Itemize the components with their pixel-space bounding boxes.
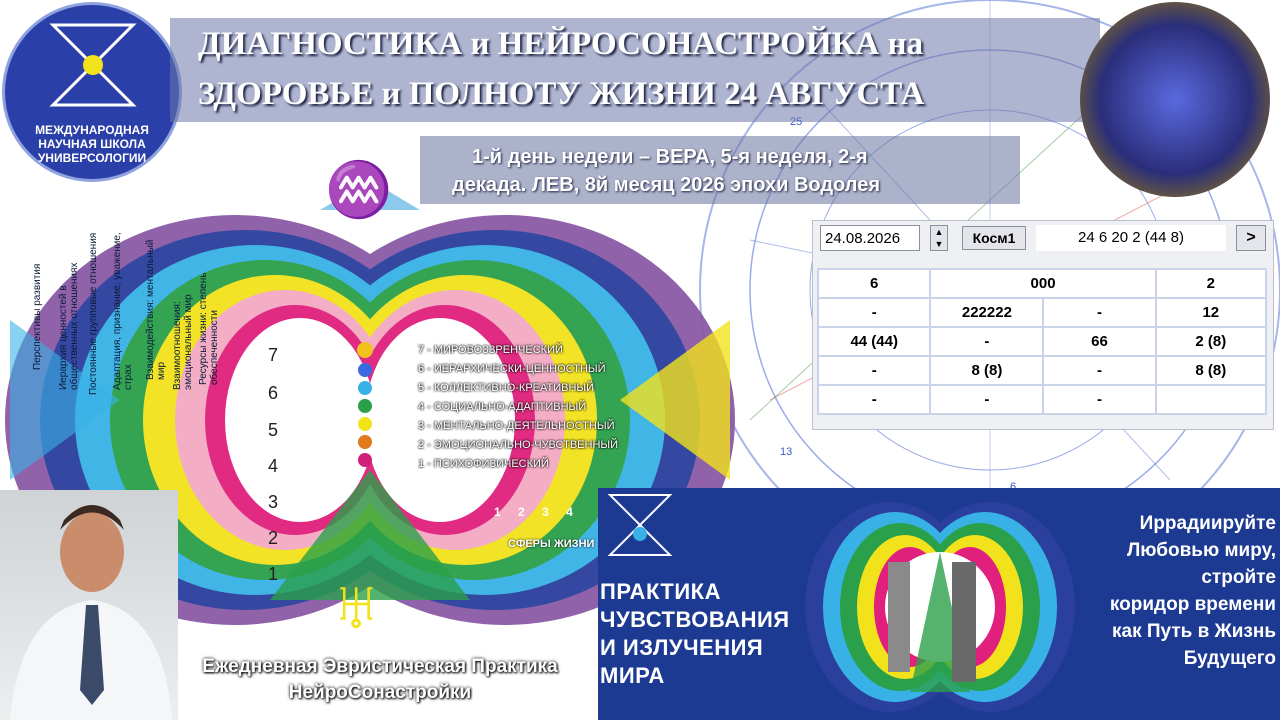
level-label: 5 - КОЛЛЕКТИВНО-КРЕАТИВНЫЙ — [418, 382, 595, 394]
table-row: - 222222 - 12 — [816, 297, 1268, 328]
level-label: 7 - МИРОВОЗЗРЕНЧЕСКИЙ — [418, 344, 563, 356]
practice-line: ЧУВСТВОВАНИЯ — [600, 607, 790, 632]
table-cell: - — [1042, 297, 1157, 328]
level-number: 1 — [268, 564, 279, 584]
table-cell: 66 — [1042, 326, 1157, 357]
next-button[interactable]: > — [1236, 225, 1266, 251]
sphere-number: 4 — [566, 505, 573, 519]
level-number: 5 — [268, 420, 279, 440]
irradiate-line: Любовью миру, — [1126, 540, 1276, 561]
table-cell: 000 — [929, 268, 1157, 299]
level-number: 6 — [268, 383, 279, 403]
sphere-number: 3 — [542, 505, 549, 519]
practice-line: ПРАКТИКА — [600, 579, 721, 604]
subtitle-line2: декада. ЛЕВ, 8й месяц 2026 эпохи Водолея — [452, 174, 880, 196]
table-cell: 6 — [816, 268, 932, 299]
table-cell: 44 (44) — [816, 326, 932, 357]
level-label: 2 - ЭМОЦИОНАЛЬНО-ЧУВСТВЕННЫЙ — [418, 439, 619, 451]
table-row: - - - — [816, 384, 1268, 415]
level-label: 1 - ПСИХОФИЗИЧЕСКИЙ — [418, 458, 549, 470]
level-label: 3 - МЕНТАЛЬНО-ДЕЯТЕЛЬНОСТНЫЙ — [418, 420, 615, 432]
level-label: 4 - СОЦИАЛЬНО-АДАПТИВНЫЙ — [418, 401, 587, 413]
subtitle-banner — [420, 136, 1020, 204]
table-cell: - — [816, 355, 932, 386]
presenter-photo — [0, 490, 178, 720]
result-table: 6 000 2 - 222222 - 12 44 (44) - 66 2 (8)… — [816, 268, 1268, 415]
subtitle-line1: 1-й день недели – ВЕРА, 5-я неделя, 2-я — [472, 146, 868, 168]
practice-title: ПРАКТИКА ЧУВСТВОВАНИЯ И ИЗЛУЧЕНИЯ МИРА — [600, 578, 790, 690]
school-logo: МЕЖДУНАРОДНАЯ НАУЧНАЯ ШКОЛА УНИВЕРСОЛОГИ… — [2, 2, 182, 182]
page-title-line2: ЗДОРОВЬЕ и ПОЛНОТУ ЖИЗНИ 24 АВГУСТА — [198, 76, 925, 112]
irradiate-line: стройте — [1201, 567, 1276, 588]
level-number: 4 — [268, 456, 279, 476]
sphere-label: Взаимоотношения: эмоциональный мир — [172, 294, 194, 390]
irradiate-line: Будущего — [1183, 648, 1276, 669]
page-title-line1: ДИАГНОСТИКА и НЕЙРОСОНАСТРОЙКА на — [198, 26, 924, 62]
table-cell: 8 (8) — [1154, 355, 1268, 386]
sphere-label: Иерархия ценностей в общественных отноше… — [58, 262, 80, 390]
practice-line: МИРА — [600, 663, 665, 688]
aquarius-icon: ♒ — [325, 160, 393, 220]
table-cell: 2 (8) — [1154, 326, 1268, 357]
cosmic-medallion — [1080, 2, 1270, 197]
level-number: 3 — [268, 492, 279, 512]
level-number: 2 — [268, 528, 279, 548]
school-name-line: МЕЖДУНАРОДНАЯ — [35, 123, 149, 137]
irradiate-line: как Путь в Жизнь — [1112, 621, 1276, 642]
person-silhouette-icon — [10, 505, 172, 720]
table-cell — [1154, 384, 1268, 415]
table-row: - 8 (8) - 8 (8) — [816, 355, 1268, 386]
result-display: 24 6 20 2 (44 8) — [1036, 225, 1226, 251]
level-number: 7 — [268, 345, 279, 365]
sphere-label: Взаимодействия: ментальный мир — [145, 239, 167, 380]
footer-line1: Ежедневная Эвристическая Практика — [202, 656, 558, 677]
irradiate-text: Иррадиируйте Любовью миру, стройте корид… — [1066, 510, 1276, 672]
footer-line2: НейроСонастройки — [288, 682, 472, 703]
sphere-number: 2 — [518, 505, 525, 519]
table-cell: 12 — [1154, 297, 1268, 328]
spin-down-icon[interactable]: ▼ — [934, 239, 944, 249]
table-cell: - — [929, 326, 1045, 357]
title-banner — [170, 18, 1100, 122]
date-input[interactable]: 24.08.2026 — [820, 225, 920, 251]
sphere-label: Адаптация, признание, уважение, страх — [112, 232, 134, 390]
date-spinner[interactable]: ▲ ▼ — [930, 225, 948, 251]
practice-line: И ИЗЛУЧЕНИЯ — [600, 635, 764, 660]
table-cell: 222222 — [929, 297, 1045, 328]
torus-couple-image — [805, 502, 1075, 712]
table-cell: - — [816, 297, 932, 328]
table-cell: - — [929, 384, 1045, 415]
sphere-number: 1 — [494, 505, 501, 519]
uranus-icon: ♅ — [330, 566, 383, 644]
table-row: 44 (44) - 66 2 (8) — [816, 326, 1268, 357]
spheres-caption: СФЕРЫ ЖИЗНИ — [508, 538, 595, 550]
kosm-button[interactable]: Косм1 — [962, 226, 1026, 250]
practice-logo-icon — [607, 494, 673, 556]
table-cell: 8 (8) — [929, 355, 1045, 386]
table-cell: - — [1042, 355, 1157, 386]
irradiate-line: коридор времени — [1109, 594, 1276, 615]
table-cell: - — [1042, 384, 1157, 415]
table-row: 6 000 2 — [816, 268, 1268, 299]
sphere-label: Перспективы развития — [32, 263, 43, 370]
logo-emblem-icon — [49, 23, 137, 107]
chart-number: 6 — [1010, 481, 1016, 493]
spheres-numbers: 1 2 3 4 — [494, 505, 573, 519]
table-cell: 2 — [1154, 268, 1268, 299]
chart-number: 13 — [780, 446, 792, 458]
level-label: 6 - ИЕРАРХИЧЕСКИ-ЦЕННОСТНЫЙ — [418, 363, 606, 375]
irradiate-line: Иррадиируйте — [1139, 513, 1276, 534]
table-cell: - — [816, 384, 932, 415]
sphere-label: Ресурсы жизни: степень обеспеченности — [198, 272, 220, 385]
spin-up-icon[interactable]: ▲ — [934, 227, 944, 237]
sphere-label: Постоянные групповые отношения — [88, 232, 99, 395]
school-name-line: УНИВЕРСОЛОГИИ — [37, 151, 147, 165]
footer-caption: Ежедневная Эвристическая Практика НейроС… — [170, 654, 590, 706]
school-name-line: НАУЧНАЯ ШКОЛА — [38, 137, 146, 151]
